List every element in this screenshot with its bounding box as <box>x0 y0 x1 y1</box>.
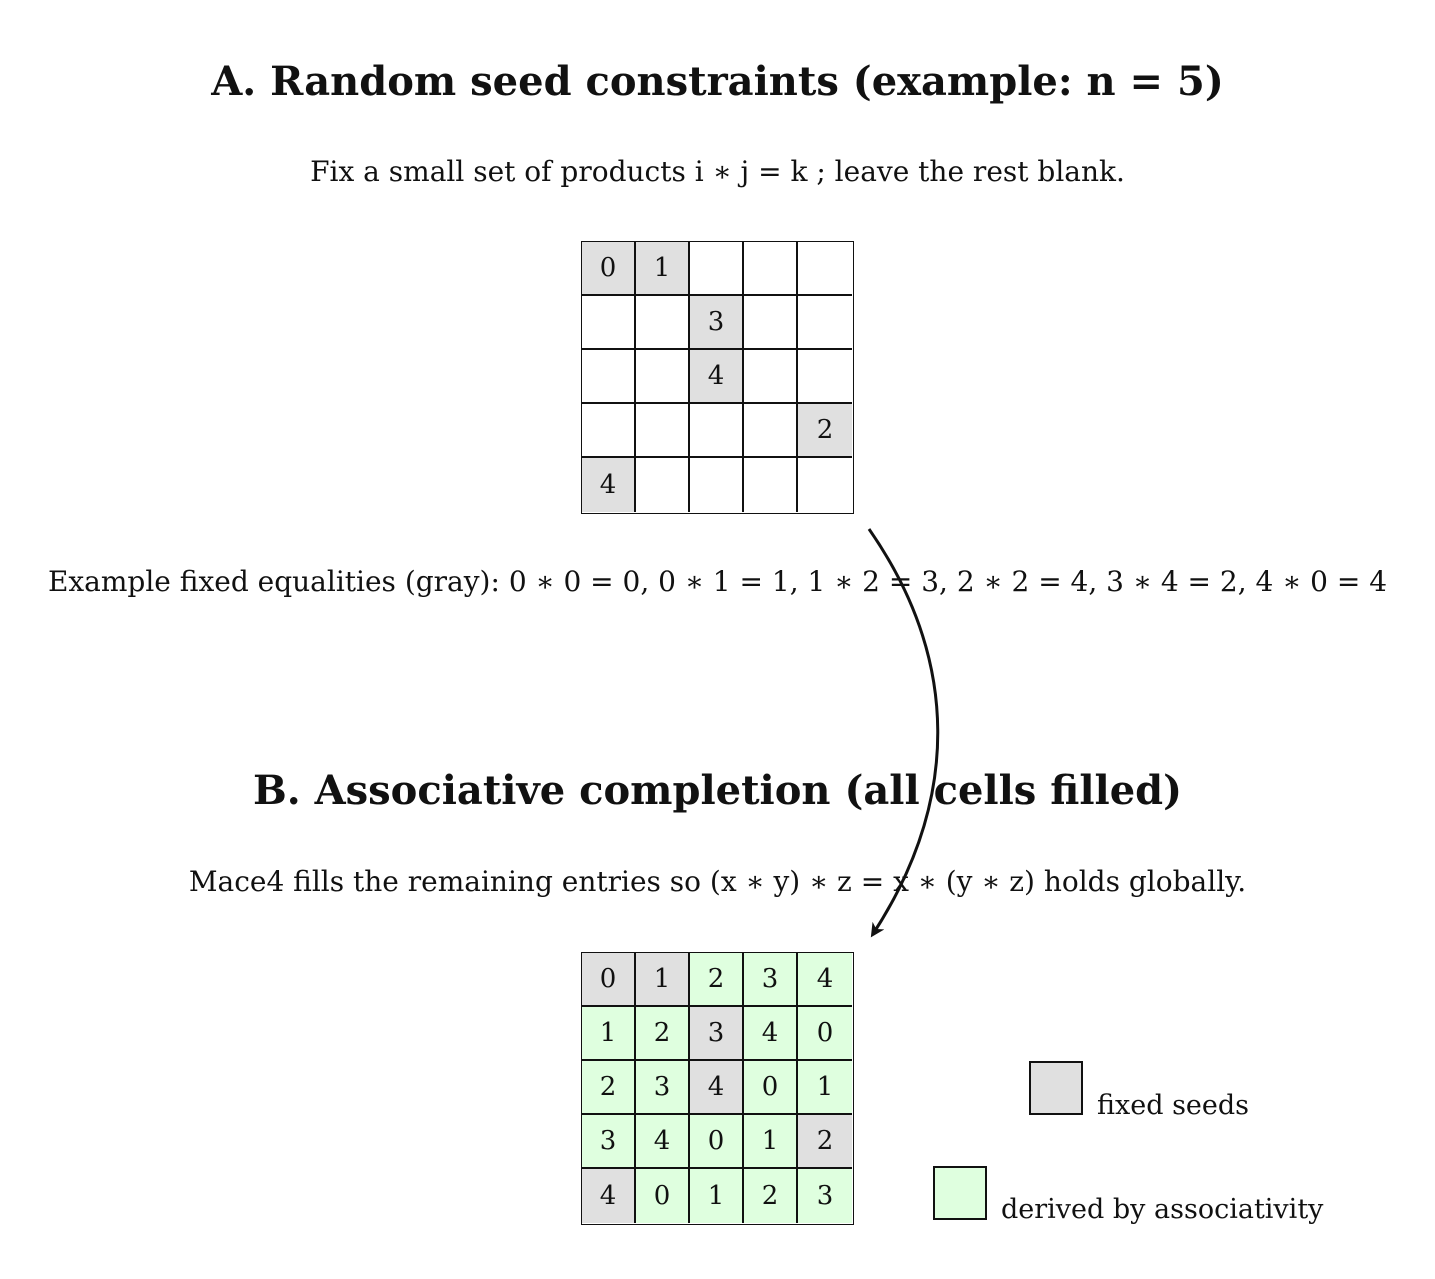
completed-cell-1-0: 1 <box>582 1007 636 1061</box>
seed-cell-3-2 <box>690 404 744 458</box>
completed-cell-2-1: 3 <box>636 1061 690 1115</box>
completed-cell-1-2: 3 <box>690 1007 744 1061</box>
completed-cell-1-4: 0 <box>798 1007 852 1061</box>
seed-cell-4-3 <box>744 458 798 512</box>
completed-cell-0-0: 0 <box>582 953 636 1007</box>
seed-cell-4-0: 4 <box>582 458 636 512</box>
seed-cell-4-2 <box>690 458 744 512</box>
completed-cell-3-0: 3 <box>582 1115 636 1169</box>
completed-cell-3-1: 4 <box>636 1115 690 1169</box>
seed-cell-1-0 <box>582 296 636 350</box>
completed-cell-2-0: 2 <box>582 1061 636 1115</box>
seed-cell-2-3 <box>744 350 798 404</box>
seed-cell-2-1 <box>636 350 690 404</box>
completed-cell-0-4: 4 <box>798 953 852 1007</box>
seed-cell-3-4: 2 <box>798 404 852 458</box>
completed-cell-4-1: 0 <box>636 1169 690 1223</box>
seed-cell-0-2 <box>690 242 744 296</box>
completed-cell-0-2: 2 <box>690 953 744 1007</box>
seed-cell-2-0 <box>582 350 636 404</box>
seed-cell-0-0: 0 <box>582 242 636 296</box>
completed-cell-2-4: 1 <box>798 1061 852 1115</box>
legend-derived-swatch <box>933 1166 987 1220</box>
section-a-title: A. Random seed constraints (example: n =… <box>211 58 1224 105</box>
seed-cell-4-4 <box>798 458 852 512</box>
seed-cell-1-2: 3 <box>690 296 744 350</box>
completed-cell-4-3: 2 <box>744 1169 798 1223</box>
section-a-subtitle: Fix a small set of products i ∗ j = k ; … <box>310 155 1125 188</box>
seed-cell-3-3 <box>744 404 798 458</box>
seed-cell-3-0 <box>582 404 636 458</box>
seed-cell-1-4 <box>798 296 852 350</box>
seed-cell-0-1: 1 <box>636 242 690 296</box>
completed-cell-0-1: 1 <box>636 953 690 1007</box>
seed-cell-2-2: 4 <box>690 350 744 404</box>
completed-cell-4-2: 1 <box>690 1169 744 1223</box>
completed-cell-4-4: 3 <box>798 1169 852 1223</box>
seed-cell-3-1 <box>636 404 690 458</box>
section-b-subtitle: Mace4 fills the remaining entries so (x … <box>188 865 1247 898</box>
completed-cell-0-3: 3 <box>744 953 798 1007</box>
arrow-path <box>867 528 940 938</box>
completed-cell-3-2: 0 <box>690 1115 744 1169</box>
completed-cell-1-1: 2 <box>636 1007 690 1061</box>
section-b-title: B. Associative completion (all cells fil… <box>252 767 1183 814</box>
legend-fixed-swatch <box>1029 1061 1083 1115</box>
completed-cell-2-2: 4 <box>690 1061 744 1115</box>
completed-cell-2-3: 0 <box>744 1061 798 1115</box>
seed-cell-2-4 <box>798 350 852 404</box>
fixed-equalities-text: Example fixed equalities (gray): 0 ∗ 0 =… <box>47 565 1388 598</box>
seed-cell-0-4 <box>798 242 852 296</box>
seed-cell-4-1 <box>636 458 690 512</box>
completed-cell-3-3: 1 <box>744 1115 798 1169</box>
legend-derived-label: derived by associativity <box>1001 1194 1324 1225</box>
completed-cell-1-3: 4 <box>744 1007 798 1061</box>
seed-cell-0-3 <box>744 242 798 296</box>
seed-cell-1-3 <box>744 296 798 350</box>
completed-cell-4-0: 4 <box>582 1169 636 1223</box>
legend-fixed-label: fixed seeds <box>1097 1090 1250 1121</box>
completed-cell-3-4: 2 <box>798 1115 852 1169</box>
seed-cell-1-1 <box>636 296 690 350</box>
